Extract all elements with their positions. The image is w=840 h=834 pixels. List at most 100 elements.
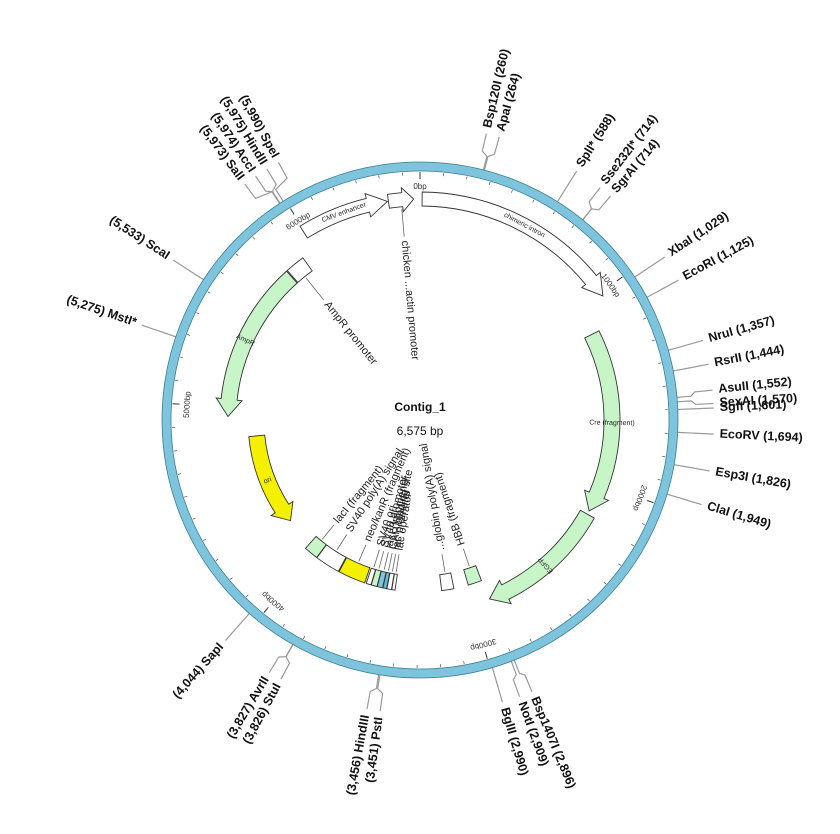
- minor-tick: [529, 638, 532, 642]
- minor-tick: [603, 581, 607, 585]
- feature-label-ampr-promoter: AmpR promoter: [322, 299, 380, 367]
- site-leader-asuii: [676, 389, 713, 399]
- minor-tick: [508, 648, 511, 652]
- site-label-sgfi[interactable]: SgfI (1,601): [719, 397, 786, 414]
- feature-cre-fragment[interactable]: [584, 330, 621, 512]
- site-label-clai[interactable]: ClaI (1,949): [706, 499, 773, 531]
- tick-label: 5000bp: [182, 391, 193, 419]
- feature-chicken-actin-promoter[interactable]: [386, 186, 415, 213]
- minor-tick: [187, 334, 191, 336]
- site-leader-xbai: [634, 256, 666, 278]
- inner-feature-leader: [383, 552, 389, 570]
- inner-feature-leader: [373, 549, 380, 568]
- minor-tick: [632, 296, 636, 299]
- inner-feature-leader: [463, 548, 470, 567]
- minor-tick: [369, 659, 371, 663]
- site-label-msti[interactable]: (5,275) MstI*: [65, 292, 139, 329]
- major-tick: [616, 276, 623, 282]
- site-leader-sgfi: [677, 407, 714, 411]
- inner-feature-leader: [395, 554, 400, 573]
- backbone-outer-edge: [161, 161, 679, 679]
- minor-tick: [192, 517, 196, 520]
- minor-tick: [332, 187, 335, 191]
- minor-tick: [324, 646, 327, 650]
- site-leader-apai: [483, 136, 500, 171]
- inner-feature-leader: [336, 534, 348, 550]
- tick-label: 4000bp: [259, 589, 286, 613]
- minor-tick: [346, 654, 349, 658]
- minor-tick: [215, 558, 219, 561]
- inner-feature-neo-kanr-fragment[interactable]: [338, 557, 371, 584]
- inner-feature-leader: [322, 524, 335, 540]
- minor-tick: [207, 291, 211, 294]
- site-leader-sexai: [677, 400, 714, 406]
- site-label-esp3i[interactable]: Esp3I (1,826): [714, 464, 792, 491]
- minor-tick: [303, 636, 306, 639]
- site-label-scai[interactable]: (5,533) ScaI: [107, 213, 172, 262]
- site-label-nrui[interactable]: NruI (1,357): [707, 313, 776, 345]
- minor-tick: [488, 182, 491, 186]
- minor-tick: [220, 271, 224, 275]
- minor-tick: [658, 362, 662, 364]
- feature-chimeric-intron[interactable]: [421, 191, 604, 297]
- site-label-ecorv[interactable]: EcoRV (1,694): [719, 427, 803, 445]
- feature-ori[interactable]: [248, 434, 294, 522]
- site-leader-esp3i: [673, 464, 710, 472]
- inner-feature-leader: [392, 553, 397, 572]
- site-leader-bglii: [491, 667, 504, 703]
- site-leader-sgrai: [582, 195, 611, 221]
- minor-tick: [270, 221, 273, 225]
- tick-label: 3000bp: [469, 637, 498, 653]
- minor-tick: [184, 495, 188, 498]
- site-leader-sse232i: [582, 187, 601, 221]
- minor-tick: [641, 523, 645, 526]
- site-leader-noti: [510, 661, 521, 697]
- site-label-rsrii[interactable]: RsrII (1,444): [713, 342, 785, 369]
- site-leader-hindii: [266, 168, 281, 204]
- feature-egfp[interactable]: [488, 509, 595, 605]
- major-tick: [263, 606, 269, 614]
- minor-tick: [643, 317, 647, 320]
- site-leader-sapi: [225, 613, 250, 641]
- inner-feature-globin-poly-a-signal[interactable]: [439, 572, 455, 592]
- plasmid-length: 6,575 bp: [397, 424, 444, 438]
- feature-ampr[interactable]: [215, 270, 298, 418]
- site-leader-nrui: [668, 339, 704, 351]
- feature-ampr-promoter[interactable]: [286, 257, 313, 284]
- feature-cmv-enhancer[interactable]: [299, 192, 389, 239]
- minor-tick: [589, 240, 592, 244]
- minor-tick: [235, 253, 239, 256]
- major-tick: [484, 651, 488, 659]
- minor-tick: [569, 613, 572, 617]
- site-leader-ecori: [646, 279, 679, 298]
- minor-tick: [355, 180, 357, 184]
- minor-tick: [511, 189, 513, 193]
- minor-tick: [463, 661, 465, 665]
- minor-tick: [631, 543, 634, 546]
- site-leader-msti: [141, 324, 176, 338]
- major-tick: [290, 208, 295, 215]
- minor-tick: [550, 627, 553, 631]
- feature-label-ori: ori: [263, 476, 273, 486]
- minor-tick: [196, 312, 200, 315]
- site-label-sexai[interactable]: SexAI (1,570): [719, 391, 797, 409]
- minor-tick: [246, 594, 249, 598]
- inner-feature-leader: [441, 554, 446, 573]
- minor-tick: [177, 473, 182, 475]
- site-leader-spei: [274, 162, 288, 202]
- site-leader-stui: [280, 644, 294, 680]
- site-leader-bsp1407i: [513, 659, 533, 693]
- site-leader-clai: [666, 493, 702, 506]
- inner-feature-hbb-fragment[interactable]: [463, 565, 483, 586]
- plasmid-name: Contig_1: [394, 400, 446, 414]
- backbone-ring: [162, 162, 678, 678]
- inner-feature-sv40-ori[interactable]: [365, 567, 377, 586]
- plasmid-center: Contig_1 6,575 bp: [394, 400, 446, 438]
- minor-tick: [571, 225, 575, 228]
- restriction-sites: Bsp120I (260)ApaI (264)SplI* (588)Sse232…: [65, 47, 803, 796]
- inner-feature-laci-fragment[interactable]: [304, 535, 327, 559]
- site-label-sapi[interactable]: (4,044) SapI: [170, 640, 226, 701]
- site-leader-hindiii: [366, 674, 380, 710]
